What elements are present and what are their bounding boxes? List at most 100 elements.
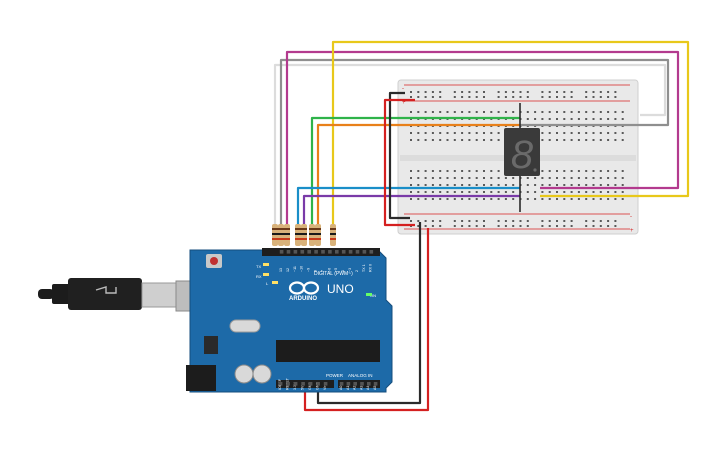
seven-segment-display[interactable]: 8 — [504, 103, 540, 212]
breadboard-hole[interactable] — [475, 91, 478, 93]
breadboard-hole[interactable] — [453, 139, 456, 141]
breadboard-hole[interactable] — [548, 170, 551, 172]
breadboard-hole[interactable] — [497, 177, 500, 179]
breadboard-hole[interactable] — [453, 184, 456, 186]
breadboard-hole[interactable] — [541, 191, 544, 193]
breadboard-hole[interactable] — [548, 225, 551, 227]
breadboard-hole[interactable] — [461, 111, 464, 113]
breadboard-hole[interactable] — [424, 91, 427, 93]
header-pin[interactable] — [362, 250, 367, 254]
breadboard-hole[interactable] — [548, 96, 551, 98]
header-pin[interactable] — [328, 250, 332, 254]
breadboard-hole[interactable] — [504, 91, 507, 93]
breadboard-hole[interactable] — [592, 132, 595, 134]
breadboard-hole[interactable] — [599, 177, 602, 179]
breadboard-hole[interactable] — [431, 139, 434, 141]
breadboard-hole[interactable] — [585, 139, 588, 141]
breadboard-hole[interactable] — [461, 184, 464, 186]
breadboard-hole[interactable] — [563, 91, 566, 93]
breadboard-hole[interactable] — [585, 132, 588, 134]
header-pin[interactable] — [335, 250, 339, 254]
breadboard-hole[interactable] — [490, 184, 493, 186]
breadboard-hole[interactable] — [621, 177, 624, 179]
breadboard-hole[interactable] — [439, 111, 442, 113]
breadboard-hole[interactable] — [424, 177, 427, 179]
breadboard-hole[interactable] — [497, 91, 500, 93]
breadboard-hole[interactable] — [439, 170, 442, 172]
breadboard-hole[interactable] — [512, 198, 515, 200]
breadboard-hole[interactable] — [614, 220, 617, 222]
breadboard-hole[interactable] — [439, 191, 442, 193]
breadboard-hole[interactable] — [468, 91, 471, 93]
breadboard-hole[interactable] — [468, 132, 471, 134]
breadboard-hole[interactable] — [410, 191, 412, 193]
breadboard-hole[interactable] — [607, 139, 610, 141]
breadboard-hole[interactable] — [417, 177, 420, 179]
breadboard-hole[interactable] — [410, 139, 412, 141]
breadboard-hole[interactable] — [599, 132, 602, 134]
breadboard-hole[interactable] — [483, 111, 485, 113]
breadboard-hole[interactable] — [431, 111, 434, 113]
header-pin[interactable] — [301, 382, 305, 386]
breadboard-hole[interactable] — [541, 118, 544, 120]
resistor[interactable] — [301, 224, 307, 246]
breadboard-hole[interactable] — [585, 198, 588, 200]
header-pin[interactable] — [300, 250, 305, 254]
breadboard-hole[interactable] — [519, 96, 522, 98]
breadboard-hole[interactable] — [483, 184, 485, 186]
arduino-uno[interactable]: ARDUINO UNO DIGITAL (PWM~) ON TX RX L PO… — [186, 248, 393, 393]
breadboard-hole[interactable] — [541, 184, 544, 186]
breadboard-hole[interactable] — [607, 132, 610, 134]
breadboard-hole[interactable] — [512, 225, 515, 227]
breadboard-hole[interactable] — [424, 198, 427, 200]
breadboard-hole[interactable] — [556, 184, 558, 186]
breadboard-hole[interactable] — [475, 177, 478, 179]
breadboard-hole[interactable] — [439, 177, 442, 179]
breadboard-hole[interactable] — [556, 139, 558, 141]
breadboard-hole[interactable] — [585, 96, 588, 98]
breadboard-hole[interactable] — [417, 91, 420, 93]
resistor[interactable] — [315, 224, 321, 246]
breadboard-hole[interactable] — [446, 111, 449, 113]
breadboard-hole[interactable] — [453, 220, 456, 222]
breadboard-hole[interactable] — [461, 220, 464, 222]
breadboard-hole[interactable] — [592, 96, 595, 98]
breadboard-hole[interactable] — [548, 139, 551, 141]
breadboard-hole[interactable] — [570, 184, 573, 186]
breadboard-hole[interactable] — [497, 191, 500, 193]
breadboard-hole[interactable] — [526, 96, 529, 98]
breadboard-hole[interactable] — [504, 184, 507, 186]
header-pin[interactable] — [341, 250, 346, 254]
breadboard-hole[interactable] — [475, 170, 478, 172]
breadboard-hole[interactable] — [541, 111, 544, 113]
breadboard-hole[interactable] — [599, 184, 602, 186]
breadboard-hole[interactable] — [410, 111, 412, 113]
breadboard-hole[interactable] — [504, 96, 507, 98]
breadboard-hole[interactable] — [475, 220, 478, 222]
breadboard-hole[interactable] — [439, 184, 442, 186]
breadboard-hole[interactable] — [541, 225, 544, 227]
breadboard-hole[interactable] — [424, 184, 427, 186]
breadboard-hole[interactable] — [490, 111, 493, 113]
header-pin[interactable] — [355, 250, 360, 254]
breadboard-hole[interactable] — [621, 170, 624, 172]
breadboard-hole[interactable] — [563, 132, 566, 134]
breadboard-hole[interactable] — [526, 184, 529, 186]
header-pin[interactable] — [278, 382, 283, 386]
breadboard-hole[interactable] — [490, 198, 493, 200]
breadboard-hole[interactable] — [475, 225, 478, 227]
breadboard-hole[interactable] — [504, 177, 507, 179]
breadboard-hole[interactable] — [541, 198, 544, 200]
breadboard-hole[interactable] — [585, 177, 588, 179]
breadboard-hole[interactable] — [446, 170, 449, 172]
breadboard-hole[interactable] — [563, 170, 566, 172]
breadboard-hole[interactable] — [607, 170, 610, 172]
breadboard-hole[interactable] — [556, 111, 558, 113]
breadboard-hole[interactable] — [621, 118, 624, 120]
breadboard-hole[interactable] — [577, 184, 580, 186]
breadboard-hole[interactable] — [548, 191, 551, 193]
breadboard-hole[interactable] — [592, 191, 595, 193]
breadboard-hole[interactable] — [570, 170, 573, 172]
breadboard-hole[interactable] — [599, 111, 602, 113]
breadboard-hole[interactable] — [453, 111, 456, 113]
